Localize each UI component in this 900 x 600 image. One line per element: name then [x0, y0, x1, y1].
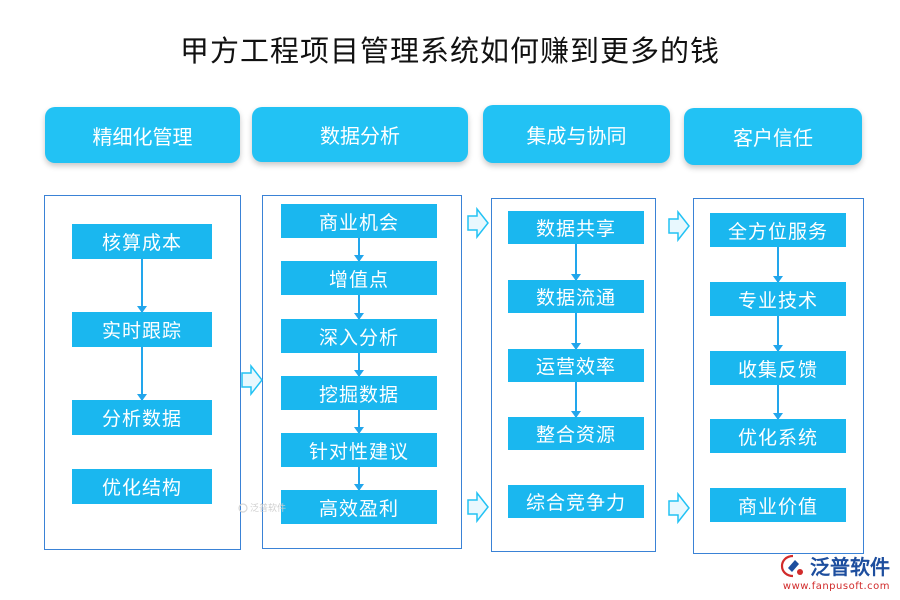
arrow-connector	[571, 244, 581, 281]
right-arrow-icon	[467, 207, 489, 239]
node-customer-trust: 优化系统	[710, 419, 846, 453]
right-arrow-icon	[467, 491, 489, 523]
node-data-analysis: 增值点	[281, 261, 437, 295]
arrow-connector	[354, 467, 364, 491]
node-data-analysis: 挖掘数据	[281, 376, 437, 410]
node-data-analysis: 高效盈利	[281, 490, 437, 524]
arrow-connector	[137, 259, 147, 313]
node-integration: 数据流通	[508, 280, 644, 313]
node-fine-management: 优化结构	[72, 469, 212, 504]
arrow-connector	[354, 238, 364, 262]
right-arrow-icon	[668, 492, 690, 524]
page-title: 甲方工程项目管理系统如何赚到更多的钱	[179, 34, 720, 68]
watermark-text: 泛普软件	[250, 504, 287, 514]
fanpu-logo-icon	[780, 554, 803, 577]
node-customer-trust: 商业价值	[710, 488, 846, 522]
header-integration: 集成与协同	[483, 105, 670, 163]
node-fine-management: 核算成本	[72, 224, 212, 259]
watermark-icon	[238, 502, 248, 513]
arrow-connector	[571, 313, 581, 350]
right-arrow-icon	[241, 364, 263, 396]
arrow-connector	[773, 247, 783, 283]
arrow-connector	[354, 353, 364, 377]
arrow-connector	[137, 347, 147, 401]
node-customer-trust: 收集反馈	[710, 351, 846, 385]
node-integration: 综合竞争力	[508, 485, 644, 518]
arrow-connector	[571, 382, 581, 418]
node-data-analysis: 针对性建议	[281, 433, 437, 467]
header-customer-trust: 客户信任	[684, 108, 862, 165]
arrow-connector	[773, 385, 783, 420]
node-integration: 数据共享	[508, 211, 644, 244]
node-fine-management: 实时跟踪	[72, 312, 212, 347]
logo-name: 泛普软件	[810, 555, 890, 579]
logo-url: www.fanpusoft.com	[782, 581, 890, 592]
arrow-connector	[354, 410, 364, 434]
watermark: 泛普软件	[238, 501, 286, 514]
header-fine-management: 精细化管理	[45, 107, 240, 163]
node-integration: 运营效率	[508, 349, 644, 382]
node-customer-trust: 专业技术	[710, 282, 846, 316]
brand-logo: 泛普软件 www.fanpusoft.com	[780, 551, 890, 592]
header-data-analysis: 数据分析	[252, 107, 468, 162]
arrow-connector	[354, 295, 364, 320]
right-arrow-icon	[668, 210, 690, 242]
arrow-connector	[773, 316, 783, 352]
node-integration: 整合资源	[508, 417, 644, 450]
node-data-analysis: 深入分析	[281, 319, 437, 353]
node-fine-management: 分析数据	[72, 400, 212, 435]
node-customer-trust: 全方位服务	[710, 213, 846, 247]
node-data-analysis: 商业机会	[281, 204, 437, 238]
